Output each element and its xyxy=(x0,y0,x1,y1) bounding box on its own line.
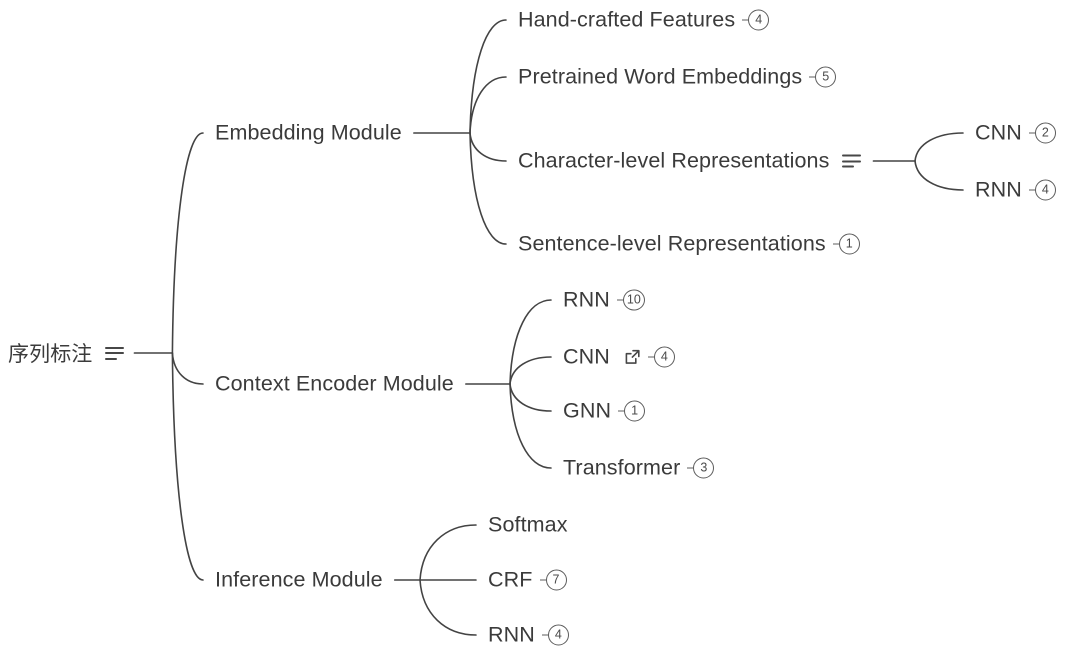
badge-connector xyxy=(541,634,549,636)
count-badge[interactable]: 4 xyxy=(1028,179,1056,201)
node-label: RNN xyxy=(563,287,610,312)
edge-character-level-representations-to-cnn xyxy=(914,132,964,162)
count-badge[interactable]: 7 xyxy=(539,569,567,591)
badge-connector xyxy=(742,19,750,21)
node-rnn[interactable]: RNN 4 xyxy=(488,623,569,648)
node-character-level-representations[interactable]: Character-level Representations xyxy=(518,148,862,174)
branch-node-context-encoder-module[interactable]: Context Encoder Module xyxy=(215,372,454,397)
badge-count: 2 xyxy=(1034,122,1056,144)
edge-context-encoder-module-to-transformer xyxy=(509,383,552,469)
count-badge[interactable]: 4 xyxy=(742,9,770,31)
badge-connector xyxy=(832,243,840,245)
badge-count: 1 xyxy=(838,233,860,255)
node-label: Sentence-level Representations xyxy=(518,231,826,256)
badge-count: 1 xyxy=(624,400,646,422)
node-character-level-representations-rnn[interactable]: RNN 4 xyxy=(975,178,1056,203)
edge-context-encoder-module-to-cnn xyxy=(509,356,552,385)
badge-count: 3 xyxy=(693,457,715,479)
badge-connector xyxy=(647,356,655,358)
node-label: Softmax xyxy=(488,512,568,537)
count-badge[interactable]: 3 xyxy=(687,457,715,479)
edge-root-to-embedding-module xyxy=(171,132,204,354)
edge-root-to-context-encoder-module xyxy=(171,352,204,385)
count-badge[interactable]: 4 xyxy=(541,624,569,646)
node-label: CRF xyxy=(488,567,533,592)
badge-connector xyxy=(687,467,695,469)
count-badge[interactable]: 2 xyxy=(1028,122,1056,144)
node-hand-crafted-features[interactable]: Hand-crafted Features 4 xyxy=(518,7,770,33)
count-badge[interactable]: 1 xyxy=(832,233,860,255)
count-badge[interactable]: 4 xyxy=(647,346,675,368)
node-label: 序列标注 xyxy=(8,343,93,366)
node-gnn[interactable]: GNN 1 xyxy=(563,398,646,424)
node-label: CNN xyxy=(563,344,610,369)
node-label: RNN xyxy=(488,622,535,647)
edge-root-to-inference-module xyxy=(171,352,204,581)
node-label: Pretrained Word Embeddings xyxy=(518,64,803,89)
node-label: Embedding Module xyxy=(215,120,402,145)
node-label: GNN xyxy=(563,398,612,423)
badge-connector xyxy=(616,299,624,301)
node-label: Context Encoder Module xyxy=(215,371,454,396)
note-lines-icon[interactable] xyxy=(842,154,862,168)
badge-count: 5 xyxy=(815,66,837,88)
node-label: CNN xyxy=(975,120,1022,145)
node-rnn[interactable]: RNN 10 xyxy=(563,288,645,313)
badge-connector xyxy=(539,579,547,581)
edge-character-level-representations-to-rnn xyxy=(914,160,964,191)
edge-context-encoder-module-to-rnn xyxy=(509,299,552,385)
badge-count: 7 xyxy=(545,569,567,591)
node-sentence-level-representations[interactable]: Sentence-level Representations 1 xyxy=(518,232,860,257)
count-badge[interactable]: 1 xyxy=(618,400,646,422)
node-transformer[interactable]: Transformer 3 xyxy=(563,455,715,481)
node-label: Transformer xyxy=(563,455,681,480)
badge-count: 4 xyxy=(748,9,770,31)
node-pretrained-word-embeddings[interactable]: Pretrained Word Embeddings 5 xyxy=(518,64,837,90)
external-link-icon[interactable] xyxy=(624,349,641,366)
node-label: Hand-crafted Features xyxy=(518,7,736,32)
edge-inference-module-to-softmax xyxy=(419,524,477,581)
count-badge[interactable]: 10 xyxy=(616,289,645,311)
note-lines-icon[interactable] xyxy=(105,346,125,360)
node-label: Inference Module xyxy=(215,567,383,592)
node-cnn[interactable]: CNN 4 xyxy=(563,345,675,370)
edge-embedding-module-to-character-level-representations xyxy=(469,132,507,162)
branch-node-embedding-module[interactable]: Embedding Module xyxy=(215,121,402,146)
badge-connector xyxy=(618,410,626,412)
badge-count: 10 xyxy=(622,289,645,311)
badge-count: 4 xyxy=(1034,179,1056,201)
branch-node-inference-module[interactable]: Inference Module xyxy=(215,568,383,593)
badge-connector xyxy=(1028,189,1036,191)
badge-count: 4 xyxy=(653,346,675,368)
badge-connector xyxy=(809,76,817,78)
edge-embedding-module-to-sentence-level-representations xyxy=(469,132,507,245)
count-badge[interactable]: 5 xyxy=(809,66,837,88)
node-softmax[interactable]: Softmax xyxy=(488,513,568,538)
edge-embedding-module-to-hand-crafted-features xyxy=(469,19,507,134)
node-character-level-representations-cnn[interactable]: CNN 2 xyxy=(975,121,1056,146)
badge-connector xyxy=(1028,132,1036,134)
node-crf[interactable]: CRF 7 xyxy=(488,568,567,593)
badge-count: 4 xyxy=(547,624,569,646)
node-label: Character-level Representations xyxy=(518,148,830,173)
edge-inference-module-to-rnn xyxy=(419,579,477,636)
edge-embedding-module-to-pretrained-word-embeddings xyxy=(469,76,507,134)
edge-context-encoder-module-to-gnn xyxy=(509,383,552,412)
root-node[interactable]: 序列标注 xyxy=(8,338,125,368)
node-label: RNN xyxy=(975,177,1022,202)
